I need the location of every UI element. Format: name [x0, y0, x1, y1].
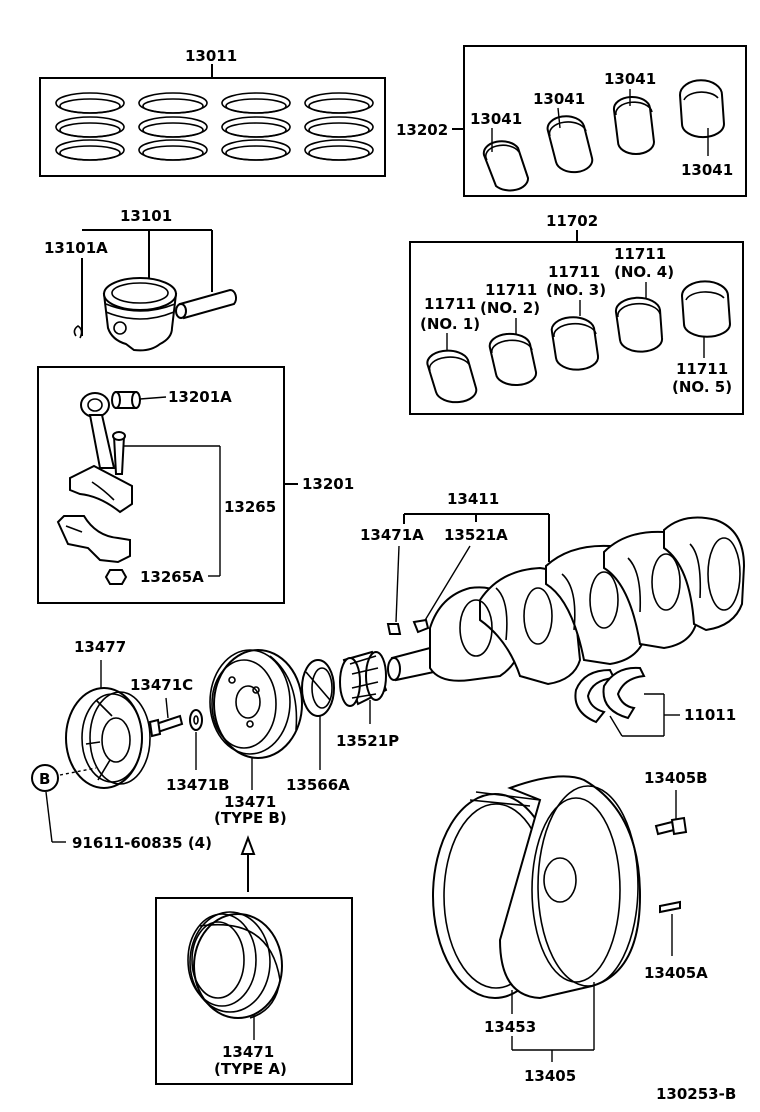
crankshaft-pulley: [65, 687, 151, 789]
label-rod-bearing: 13041: [533, 90, 585, 108]
label-main-bearing-no5-pos: (NO. 5): [672, 378, 732, 396]
thrust-washer: [574, 666, 646, 724]
rod-bearing-shell: [482, 140, 530, 192]
label-rod-bolt: 13265: [224, 498, 276, 516]
damper-type-a-box: [155, 897, 353, 1085]
rod-bearing-shell: [678, 79, 726, 139]
label-flywheel-pin: 13405A: [644, 964, 708, 982]
crankshaft-damper-type-b: [209, 649, 303, 759]
connecting-rod-group: 13201 13201A 13265 13265: [37, 366, 354, 604]
label-main-bearing-no4-pos: (NO. 4): [614, 263, 674, 281]
piston-ring-stack: [55, 92, 374, 161]
label-piston-clip: 13101A: [44, 239, 108, 257]
label-main-bearing-no1: 11711: [424, 295, 476, 313]
label-thrust-washer: 11011: [684, 706, 736, 724]
main-bearing-shell: [680, 280, 732, 338]
label-oil-slinger: 13566A: [286, 776, 350, 794]
label-rod-nut: 13265A: [140, 568, 204, 586]
label-rod-bearing: 13041: [470, 110, 522, 128]
main-bearing-shell: [426, 349, 478, 404]
label-main-bearing-no3-pos: (NO. 3): [546, 281, 606, 299]
label-rod-bushing: 13201A: [168, 388, 232, 406]
crank-key: [412, 618, 430, 634]
oil-slinger: [301, 659, 335, 717]
main-bearing-set-group: 11702 11711 (NO. 1) 11711 (NO. 2) 11711 …: [409, 212, 744, 415]
label-rod-bearing: 13041: [681, 161, 733, 179]
label-crankshaft-gear: 13521P: [336, 732, 399, 750]
flywheel: [498, 775, 642, 1000]
rod-bushing: [111, 391, 141, 409]
label-main-bearing-set: 11702: [546, 212, 598, 230]
rod-bearing-shell: [612, 95, 656, 155]
label-main-bearing-no3: 11711: [548, 263, 600, 281]
piston-ring-set-group: 13011: [39, 47, 386, 177]
rod-nut: [104, 569, 128, 585]
label-crankshaft: 13411: [447, 490, 499, 508]
label-damper-type-a-type: (TYPE A): [214, 1060, 287, 1078]
crankshaft: [387, 516, 746, 686]
label-rod-bearing-set: 13202: [396, 121, 448, 139]
label-pulley-bolt: 13471C: [130, 676, 193, 694]
drawing-code: 130253-B: [656, 1085, 736, 1103]
crankshaft-gear: [339, 650, 388, 707]
label-main-bearing-no1-pos: (NO. 1): [420, 315, 480, 333]
flywheel-bolt: [654, 816, 688, 836]
label-pulley-washer: 13471B: [166, 776, 230, 794]
callout-circle-b: B: [31, 764, 59, 792]
label-damper-type-b-type: (TYPE B): [214, 809, 287, 827]
rod-bearing-shell: [546, 115, 594, 174]
label-main-bearing-no2: 11711: [485, 281, 537, 299]
label-piston-assy: 13101: [120, 207, 172, 225]
label-main-bearing-no5: 11711: [676, 360, 728, 378]
main-bearing-shell: [550, 316, 600, 371]
pulley-group: 13477 13471C 13471B: [31, 638, 399, 1085]
label-connecting-rod-assy: 13201: [302, 475, 354, 493]
main-bearing-shell: [614, 296, 664, 353]
label-pulley: 13477: [74, 638, 126, 656]
piston-pin: [175, 288, 238, 320]
crankshaft-group: 13411 13471A 13521A: [360, 490, 746, 737]
flywheel-group: 13453 13405 13405B 13405A: [432, 769, 708, 1085]
rod-cap: [56, 515, 131, 564]
label-crank-key-a: 13471A: [360, 526, 424, 544]
label-rod-bearing: 13041: [604, 70, 656, 88]
piston-clip: [73, 325, 83, 339]
label-bolt-ref: 91611-60835 (4): [72, 834, 212, 852]
label-flywheel-assy: 13405: [524, 1067, 576, 1085]
flywheel-pin: [659, 900, 681, 914]
crank-key: [386, 623, 402, 635]
label-main-bearing-no2-pos: (NO. 2): [480, 299, 540, 317]
crankshaft-damper-type-a: [187, 911, 283, 1019]
label-ring-gear: 13453: [484, 1018, 536, 1036]
pulley-bolt: [148, 714, 184, 738]
label-callout-b: B: [39, 770, 50, 788]
label-damper-type-b: 13471: [224, 793, 276, 811]
label-flywheel-bolt: 13405B: [644, 769, 708, 787]
pulley-washer: [189, 709, 203, 731]
rod-bearing-set-group: 13202 13041 13041 13041 13041: [396, 45, 747, 197]
label-main-bearing-no4: 11711: [614, 245, 666, 263]
arrow-up-icon: [240, 835, 256, 892]
connecting-rod: [69, 392, 133, 514]
piston: [102, 277, 178, 352]
rod-bearing-set-box: [463, 45, 747, 197]
label-piston-ring-set: 13011: [185, 47, 237, 65]
piston-group: 13101 13101A: [44, 207, 238, 352]
label-crank-key-b: 13521A: [444, 526, 508, 544]
main-bearing-shell: [488, 332, 538, 387]
label-damper-type-a: 13471: [222, 1043, 274, 1061]
rod-bolt: [112, 431, 126, 475]
main-bearing-set-box: [409, 241, 744, 415]
